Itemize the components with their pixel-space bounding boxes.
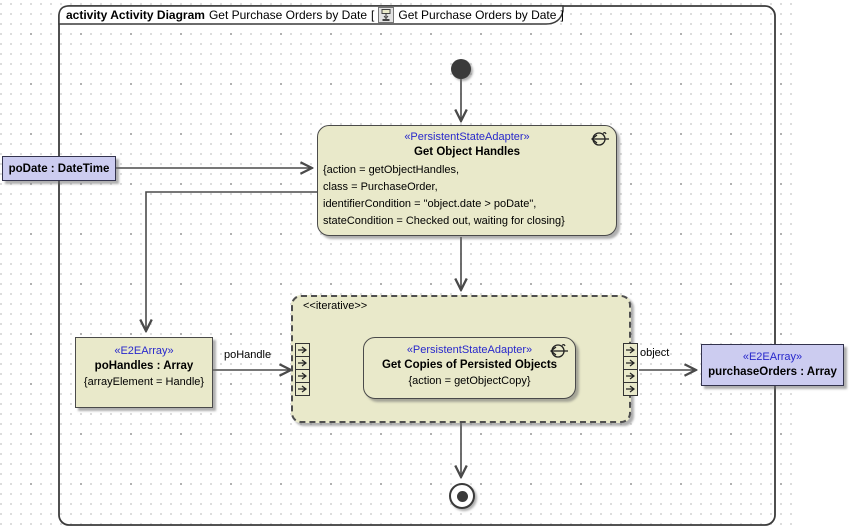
activity-final-node[interactable] [449,483,475,509]
diagram-kind-label: activity Activity Diagram [66,8,205,22]
parameter-label: poDate : DateTime [8,162,110,175]
grid-background [0,0,796,529]
expansion-node-input[interactable] [295,343,310,397]
region-keyword: <<iterative>> [303,300,368,312]
action-property-line: {action = getObjectHandles, [323,164,460,176]
action-property-line: stateCondition = Checked out, waiting fo… [323,215,565,227]
activity-parameter-poDate[interactable]: poDate : DateTime [2,156,116,181]
object-node-property: {arrayElement = Handle} [83,376,205,388]
edge-label-object[interactable]: object [640,347,670,359]
action-name: Get Object Handles [413,146,521,158]
diagram-frame [58,5,776,526]
edge-getObjectHandles-to-poHandles[interactable] [146,191,317,331]
bracket-close: ] [560,8,564,22]
initial-node[interactable] [451,59,471,79]
diagram-title: activity Activity Diagram Get Purchase O… [66,7,564,23]
persistent-state-adapter-icon [549,344,568,358]
action-name: Get Copies of Persisted Objects [381,359,558,371]
persistent-state-adapter-icon [590,132,609,146]
stereotype-label: «PersistentStateAdapter» [406,344,533,356]
final-node-dot [456,490,468,502]
action-property-line: identifierCondition = "object.date > poD… [323,198,537,210]
stereotype-label: «E2EArray» [114,345,174,357]
parameter-label: purchaseOrders : Array [708,366,837,378]
diagram-name: Get Purchase Orders by Date [208,8,368,22]
object-node-poHandles[interactable]: «E2EArray» poHandles : Array {arrayEleme… [75,337,213,408]
activity-diagram-icon [378,7,395,23]
stereotype-label: «E2EArray» [742,351,803,363]
object-node-name: poHandles : Array [94,360,194,372]
action-get-copies-of-persisted-objects[interactable]: «PersistentStateAdapter» Get Copies of P… [363,337,576,399]
action-get-object-handles[interactable]: «PersistentStateAdapter» Get Object Hand… [317,125,617,236]
diagram-context-name: Get Purchase Orders by Date [398,8,557,22]
expansion-node-output[interactable] [623,343,638,397]
frame-title-tab[interactable] [58,5,564,25]
stereotype-label: «PersistentStateAdapter» [404,131,530,143]
bracket-open: [ [371,8,375,22]
action-property-line: {action = getObjectCopy} [408,375,531,387]
edge-label-poHandle[interactable]: poHandle [224,349,272,361]
activity-parameter-purchaseOrders[interactable]: «E2EArray» purchaseOrders : Array [701,344,844,386]
action-property-line: class = PurchaseOrder, [323,181,438,193]
